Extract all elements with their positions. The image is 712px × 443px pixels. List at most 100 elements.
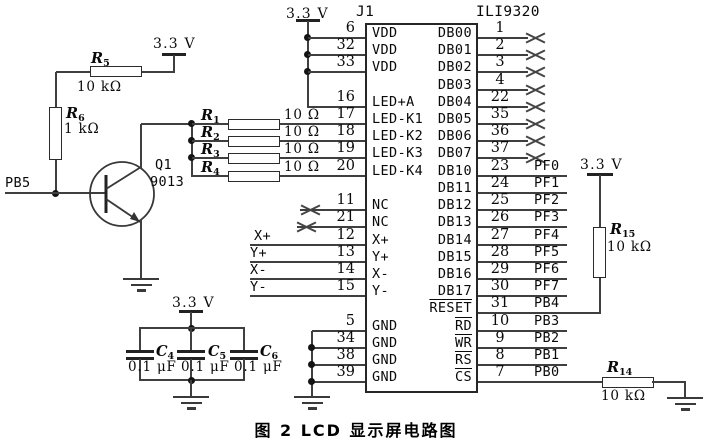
pin-number-left: 39 [336,364,355,380]
pin-number-left: 11 [336,192,355,208]
pin-name-left: LED-K1 [372,111,424,127]
ref-sub: 4 [213,167,220,178]
no-connect-x-icon [526,82,545,97]
ref-letter: R [91,50,104,67]
resistor-r14-value: 10 kΩ [601,388,646,404]
net-label-right: PF5 [534,244,560,260]
wire-pin-right [478,278,567,280]
capacitor-c5-ref: C5 [208,344,226,364]
pin-number-right: 1 [495,20,505,36]
wire-pin-right [478,364,567,366]
resistor-r3-value: 10 Ω [284,141,320,157]
pin-number-left: 15 [336,278,355,294]
wire [312,381,365,383]
net-label-right: PB0 [534,364,560,380]
wire [190,312,192,329]
wire [142,71,175,73]
pin-number-right: 29 [490,261,510,277]
net-label-xminus: X- [250,262,268,278]
chip-part-number: ILI9320 [476,4,540,20]
junction-dot [188,120,195,127]
pin-number-right: 9 [495,330,505,346]
wire [192,140,228,142]
pin-name-right: DB15 [437,249,472,265]
net-label-xplus: X+ [254,228,272,244]
pin-name-right: DB05 [437,111,472,127]
wire-pin-right [478,157,528,159]
net-label-pb5: PB5 [5,175,31,191]
pin-number-right: 10 [490,313,510,329]
wire-cap-rail-top [139,327,245,329]
pin-name-left: VDD [372,42,398,58]
pin-number-left: 18 [336,123,355,139]
ground-icon [173,396,209,413]
wire [280,140,365,142]
pin-name-right: RESET [429,300,472,316]
wire [280,157,365,159]
pin-name-left: LED-K4 [372,163,424,179]
wire [192,157,228,159]
wire-pin-right [478,261,567,263]
junction-dot [304,51,311,58]
resistor-r14-ref: R14 [607,360,632,380]
chip-body [365,23,478,393]
wire [56,71,90,73]
net-label-right: PB3 [534,313,560,329]
wire [192,175,228,177]
ref-sub: 5 [219,351,227,362]
pin-number-right: 7 [495,364,505,380]
junction-dot [304,68,311,75]
pin-number-right: 26 [490,209,510,225]
ref-letter: R [201,159,214,176]
wire [280,123,365,125]
pin-number-right: 36 [490,123,510,139]
pin-number-right: 30 [490,278,510,294]
resistor-r6-body [49,107,62,160]
wire [243,329,245,351]
pin-number-left: 32 [336,37,355,53]
pin-name-right: WR [454,335,472,351]
wire-pin-right [478,123,528,125]
wire [652,381,686,383]
wire-pin-right [478,37,528,39]
pin-name-right: DB07 [437,145,472,161]
pin-number-left: 17 [336,106,355,122]
net-label-right: PF2 [534,192,560,208]
ref-sub: 2 [213,132,220,143]
wire-emitter [140,220,142,278]
resistor-r3-ref: R3 [201,142,220,162]
power-rail-icon [162,53,186,56]
wire-pin-right [478,295,567,297]
pin-name-right: DB01 [437,42,472,58]
pin-number-left: 21 [336,209,355,225]
pin-name-right: DB06 [437,128,472,144]
figure-caption: 图 2 LCD 显示屏电路图 [254,421,458,440]
capacitor-c5-plate [177,357,205,360]
power-3v3-label: 3.3 V [580,157,623,173]
pin-number-right: 25 [490,192,510,208]
pin-name-right: DB11 [437,180,472,196]
pin-number-right: 8 [495,347,505,363]
junction-dot [188,137,195,144]
wire-pin-right [478,209,567,211]
pin-number-right: 3 [495,54,505,70]
wire-pin-right [478,71,528,73]
pin-name-left: X+ [372,232,390,248]
wire-vdd-bus [307,21,309,108]
net-label-yplus: Y+ [250,245,268,261]
power-3v3-label: 3.3 V [286,6,329,22]
wire-pin-right [478,244,567,246]
resistor-r15-value: 10 kΩ [607,239,652,255]
wire [308,54,365,56]
power-rail-icon [296,19,320,22]
ref-sub: 5 [103,58,110,69]
junction-dot [308,344,315,351]
pin-number-right: 27 [490,227,510,243]
resistor-r5-value: 10 kΩ [77,79,122,95]
pin-name-left: Y+ [372,249,390,265]
ref-sub: 4 [167,351,175,362]
pin-number-left: 19 [336,140,355,156]
no-connect-x-icon [526,30,545,45]
no-connect-x-icon [526,116,545,131]
ref-letter: R [610,221,623,238]
